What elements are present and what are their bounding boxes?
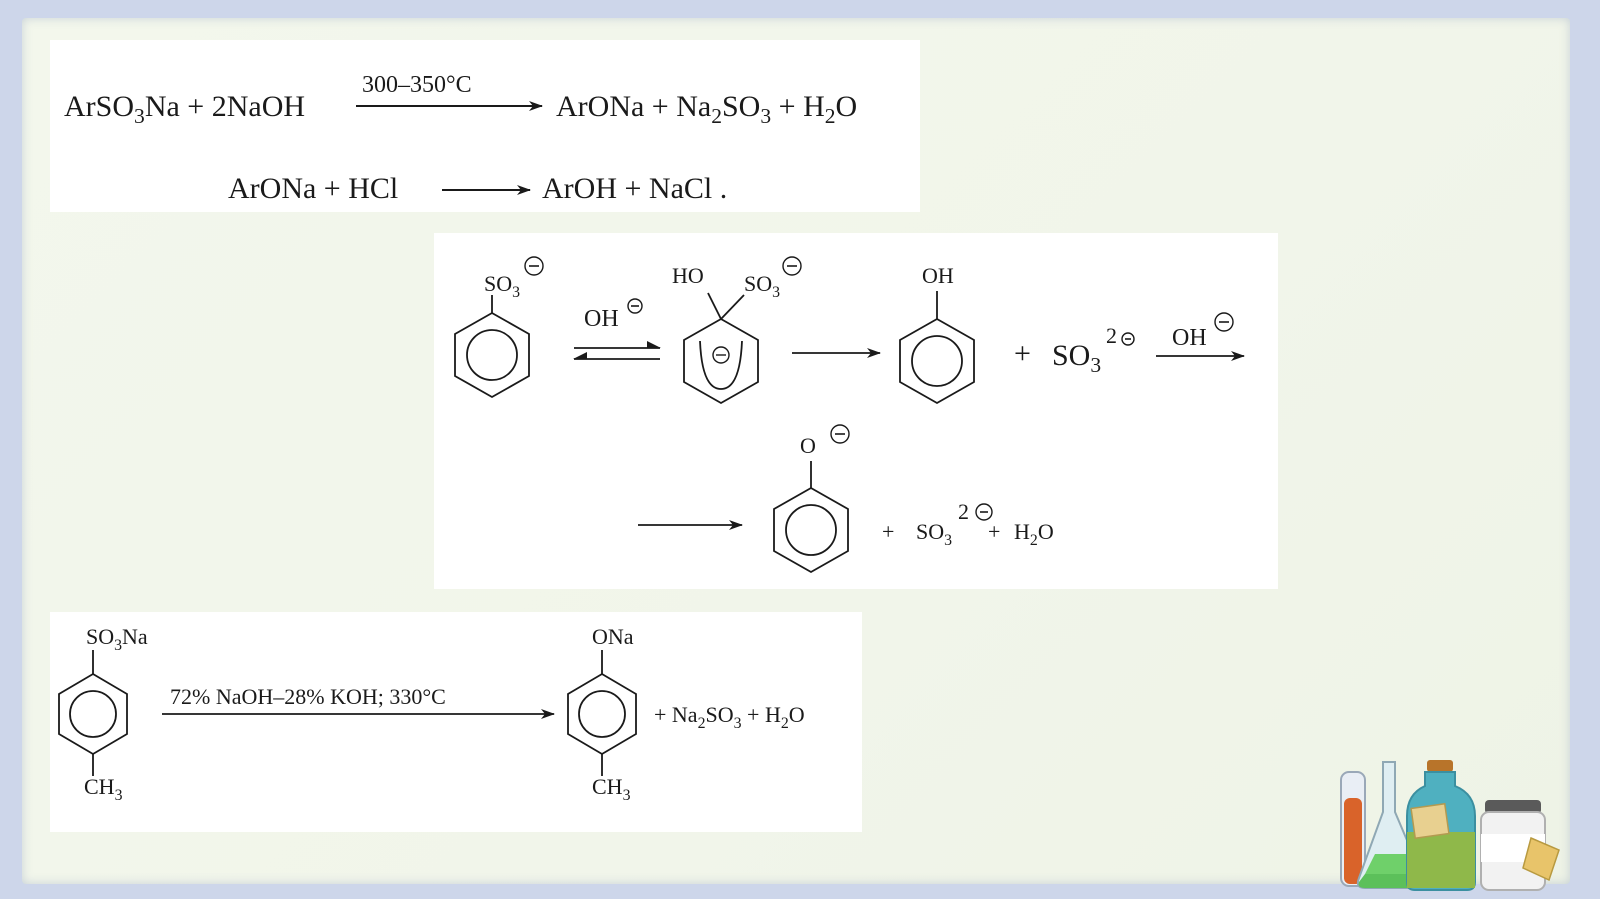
phenol-oh-label: OH (922, 263, 954, 288)
intermediate-ho-label: HO (672, 263, 704, 288)
benzene-ring-1 (454, 311, 530, 399)
water-label: H2O (1014, 519, 1054, 549)
chemistry-glassware-icon (1340, 760, 1560, 891)
aromatic-circle-4 (69, 690, 117, 738)
sulfite2-charge: 2 (958, 499, 969, 524)
toluene-reaction-panel: SO3Na CH3 72% NaOH–28% KOH; 330°C ONa CH… (50, 612, 862, 832)
eq1-products: ArONa + Na2SO3 + H2O (556, 90, 857, 128)
plus-sign-3: + (988, 519, 1000, 544)
plus-sign-1: + (1014, 337, 1031, 370)
reactant-so3na-label: SO3Na (86, 624, 148, 654)
phenoxide-o-label: O (800, 433, 816, 458)
aromatic-circle-3 (785, 504, 837, 556)
aromatic-circle-5 (578, 690, 626, 738)
hydroxide-label-2: OH (1172, 325, 1207, 351)
carbanion-charge-icon (712, 346, 730, 364)
hydroxide-label: OH (584, 306, 619, 332)
plus-sign-2: + (882, 519, 894, 544)
sulfonate-label: SO3 (484, 271, 520, 301)
phenol-ring (899, 317, 975, 405)
eq2-reactants: ArONa + HCl (228, 172, 398, 205)
mechanism-svg: SO3 OH HO SO3 OH + SO3 2 OH O + SO3 2 + … (454, 256, 1245, 574)
sulfite2-label: SO3 (916, 519, 952, 549)
product-ona-label: ONa (592, 624, 634, 649)
sulfite-charge: 2 (1106, 323, 1117, 348)
product-ch3-label: CH3 (592, 774, 631, 804)
equations-svg: ArSO3Na + 2NaOH 300–350°C ArONa + Na2SO3… (64, 72, 857, 205)
equations-panel: ArSO3Na + 2NaOH 300–350°C ArONa + Na2SO3… (50, 40, 920, 212)
sulfite-label: SO3 (1052, 339, 1101, 377)
aromatic-circle-1 (466, 329, 518, 381)
mechanism-panel: SO3 OH HO SO3 OH + SO3 2 OH O + SO3 2 + … (434, 233, 1278, 589)
eq2-products: ArOH + NaCl . (542, 172, 727, 205)
eq1-reactants: ArSO3Na + 2NaOH (64, 90, 305, 128)
intermediate-so3-label: SO3 (744, 271, 780, 301)
eq1-condition: 300–350°C (362, 72, 472, 98)
minus-charge-icon (524, 256, 544, 276)
intermediate-ring (683, 317, 759, 405)
byproducts-label: + Na2SO3 + H2O (654, 702, 805, 732)
aromatic-circle-2 (911, 335, 963, 387)
toluene-reaction-svg: SO3Na CH3 72% NaOH–28% KOH; 330°C ONa CH… (58, 624, 805, 804)
reactant-ch3-label: CH3 (84, 774, 123, 804)
fusion-condition: 72% NaOH–28% KOH; 330°C (170, 684, 446, 709)
delocalized-arc (699, 340, 743, 390)
phenoxide-ring (773, 486, 849, 574)
